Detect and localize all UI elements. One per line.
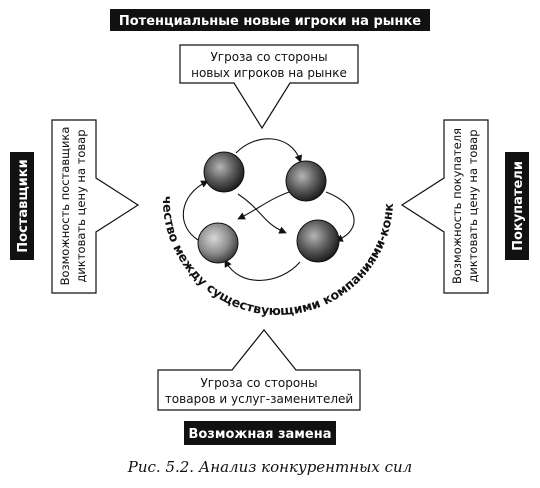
right-box-line2: диктовать цену на товар: [466, 129, 480, 282]
top-box-line2: новых игроков на рынке: [191, 66, 347, 80]
cycle-arrow-right: [325, 191, 355, 242]
competitor-ball-2: [285, 160, 327, 202]
right-box-line1: Возможность покупателя: [450, 128, 464, 284]
left-box-line2: диктовать цену на товар: [74, 129, 88, 282]
bottom-force-box: Угроза со стороны товаров и услуг-замени…: [157, 329, 361, 411]
cycle-arrow-top: [235, 138, 302, 163]
top-force-label: Потенциальные новые игроки на рынке: [110, 9, 430, 31]
left-box-line1: Возможность поставщика: [58, 127, 72, 286]
figure-caption: Рис. 5.2. Анализ конкурентных сил: [127, 458, 412, 476]
competitor-ball-4: [296, 219, 340, 263]
top-force-label-text: Потенциальные новые игроки на рынке: [119, 14, 421, 29]
cycle-arrow-left: [182, 180, 209, 241]
right-force-label: Покупатели: [505, 152, 529, 260]
bottom-force-label: Возможная замена: [184, 421, 336, 445]
bottom-box-line2: товаров и услуг-заменителей: [165, 392, 353, 406]
bottom-force-label-text: Возможная замена: [188, 427, 331, 442]
left-force-box: Возможность поставщика диктовать цену на…: [51, 119, 140, 294]
left-force-label-text: Поставщики: [16, 159, 31, 252]
competitor-ball-1: [203, 151, 245, 193]
left-force-label: Поставщики: [10, 152, 34, 260]
right-force-label-text: Покупатели: [511, 161, 526, 251]
cycle-arrow-diagonal: [237, 193, 287, 234]
right-force-box: Возможность покупателя диктовать цену на…: [400, 119, 489, 294]
top-box-line1: Угроза со стороны: [210, 50, 327, 64]
top-force-box: Угроза со стороны новых игроков на рынке: [179, 44, 359, 130]
cycle-arrow-cross: [237, 189, 296, 220]
bottom-box-line1: Угроза со стороны: [200, 376, 317, 390]
competitor-cycle: [182, 138, 355, 281]
competitor-ball-3: [197, 222, 239, 264]
cycle-arrow-bottom: [224, 259, 301, 281]
